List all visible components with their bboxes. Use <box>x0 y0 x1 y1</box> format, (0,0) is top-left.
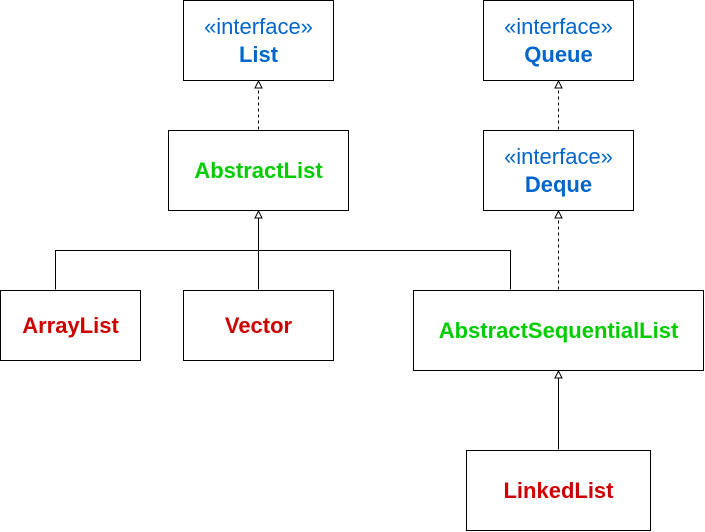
node-arraylist-class[interactable]: ArrayList <box>0 290 141 361</box>
arrowhead-deque-icon <box>554 209 563 219</box>
list-label: List <box>238 41 279 67</box>
arraylist-label: ArrayList <box>22 312 119 338</box>
linkedlist-label: LinkedList <box>503 477 614 503</box>
node-deque-interface[interactable]: «interface» Deque <box>483 130 634 211</box>
abstractsequentiallist-label: AbstractSequentialList <box>438 317 679 343</box>
arrowhead-list-icon <box>254 79 263 89</box>
list-stereotype: «interface» <box>204 13 313 39</box>
edge-arraylist-extends-abstractlist <box>55 215 259 290</box>
node-queue-interface[interactable]: «interface» Queue <box>483 0 634 81</box>
node-abstractsequentiallist-class[interactable]: AbstractSequentialList <box>413 290 704 371</box>
queue-label: Queue <box>524 41 593 67</box>
node-abstractlist-class[interactable]: AbstractList <box>168 130 349 211</box>
edge-asl-extends-abstractlist <box>258 215 511 290</box>
arrowhead-abstractlist-icon <box>254 209 263 219</box>
abstractlist-label: AbstractList <box>194 157 323 183</box>
vector-label: Vector <box>224 312 293 338</box>
node-vector-class[interactable]: Vector <box>183 290 334 361</box>
queue-stereotype: «interface» <box>504 13 613 39</box>
deque-label: Deque <box>524 171 593 197</box>
arrowhead-queue-icon <box>554 79 563 89</box>
arrowhead-asl-icon <box>554 369 563 379</box>
node-linkedlist-class[interactable]: LinkedList <box>466 450 651 531</box>
node-list-interface[interactable]: «interface» List <box>183 0 334 81</box>
deque-stereotype: «interface» <box>504 143 613 169</box>
